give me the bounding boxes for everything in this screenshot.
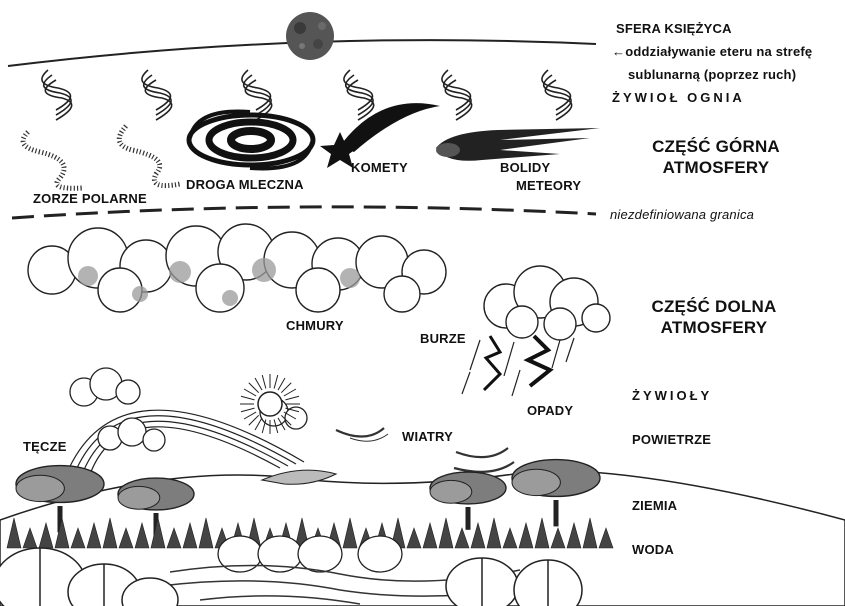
fire-swirl bbox=[242, 70, 271, 110]
winds-label: WIATRY bbox=[402, 429, 453, 444]
sun-ray bbox=[249, 383, 259, 393]
clouds-label: CHMURY bbox=[286, 318, 344, 333]
sun-ray bbox=[274, 375, 278, 389]
lower-atmosphere-title: CZĘŚĆ DOLNAATMOSFERY bbox=[644, 296, 784, 338]
milky-way-icon bbox=[189, 112, 313, 169]
sun-ray bbox=[241, 396, 255, 400]
precipitation-label: OPADY bbox=[527, 403, 573, 418]
sun-ray bbox=[244, 412, 256, 419]
sun-ray bbox=[255, 418, 262, 430]
sun-ray bbox=[241, 408, 255, 412]
fire-swirl bbox=[142, 70, 171, 110]
sun-ray bbox=[284, 389, 296, 396]
sun-ray bbox=[281, 383, 291, 393]
elements-title: ŻYWIOŁY bbox=[632, 388, 712, 403]
aurora-icon bbox=[23, 126, 180, 188]
fire-swirl bbox=[542, 70, 571, 110]
boundary-line bbox=[12, 207, 596, 218]
sun-ray bbox=[249, 415, 259, 425]
meteors-label: METEORY bbox=[516, 178, 581, 193]
earth-label: ZIEMIA bbox=[632, 498, 677, 513]
boundary-label: niezdefiniowana granica bbox=[610, 207, 754, 222]
sun-ray bbox=[255, 378, 262, 390]
fire-swirl bbox=[42, 70, 71, 110]
comets-label: KOMETY bbox=[351, 160, 408, 175]
water-label: WODA bbox=[632, 542, 674, 557]
ether-influence-note-2: sublunarną (poprzez ruch) bbox=[628, 67, 796, 82]
cloud-band bbox=[28, 224, 446, 312]
air-label: POWIETRZE bbox=[632, 432, 711, 447]
tree-canopy bbox=[512, 469, 560, 495]
milky-way-label: DROGA MLECZNA bbox=[186, 177, 304, 192]
moon-sphere-label: SFERA KSIĘŻYCA bbox=[616, 21, 732, 36]
tree-canopy bbox=[118, 486, 160, 509]
rainbows-label: TĘCZE bbox=[23, 439, 67, 454]
tree-canopy bbox=[16, 475, 64, 501]
fire-element-label: ŻYWIOŁ OGNIA bbox=[612, 90, 745, 105]
bush bbox=[358, 536, 402, 572]
tree-canopy bbox=[430, 480, 472, 503]
ether-influence-note: ←oddziaływanie eteru na strefę bbox=[612, 44, 812, 59]
fire-swirl bbox=[344, 70, 373, 110]
upper-atmosphere-title: CZĘŚĆ GÓRNAATMOSFERY bbox=[646, 136, 786, 178]
aurora-label: ZORZE POLARNE bbox=[33, 191, 147, 206]
sun-ray bbox=[278, 378, 285, 390]
storm-icon bbox=[462, 266, 610, 396]
sun-ray bbox=[244, 389, 256, 396]
sun-ray bbox=[262, 375, 266, 389]
moon-icon bbox=[286, 12, 334, 60]
bolide-icon bbox=[436, 128, 600, 161]
sun-icon bbox=[240, 374, 300, 434]
bolides-label: BOLIDY bbox=[500, 160, 550, 175]
fire-swirl bbox=[442, 70, 471, 110]
comet-icon bbox=[320, 103, 440, 168]
fire-swirls bbox=[42, 70, 572, 120]
sun-ray bbox=[285, 396, 299, 400]
storms-label: BURZE bbox=[420, 331, 466, 346]
bush bbox=[298, 536, 342, 572]
